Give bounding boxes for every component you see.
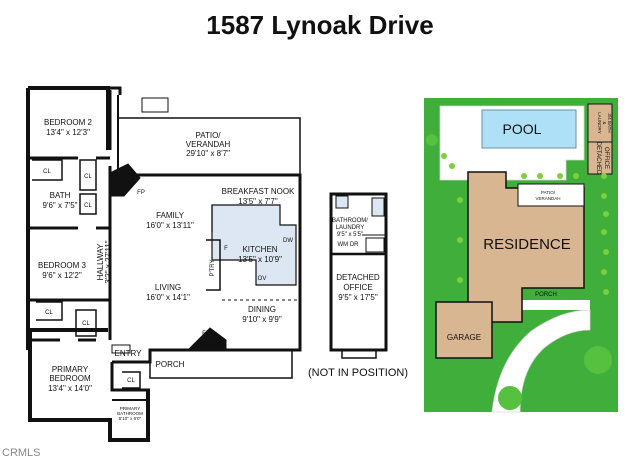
room-dims-breakfast-nook: 13'5" x 7'7" <box>238 197 278 206</box>
garage-building <box>435 301 493 359</box>
room-name-hallway: HALLWAY <box>96 243 105 280</box>
closet-label: CL <box>127 378 135 384</box>
site-laundry-label: LAUNDRY <box>597 112 602 133</box>
room-dims-patio: 29'10" x 8'7" <box>186 149 230 158</box>
main-floor-plan <box>26 86 302 442</box>
office-bath-name: BATHROOM/ <box>332 218 368 224</box>
dishwasher-label: DW <box>283 238 293 244</box>
site-patio-label: PATIO/ <box>541 190 556 195</box>
closet-label: CL <box>82 321 90 327</box>
room-dims-primary-bedroom: 13'4" x 14'0" <box>48 384 92 393</box>
site-plan <box>424 98 618 413</box>
main-floor-labels: BEDROOM 2 13'4" x 12'3" PATIO/ VERANDAH … <box>38 118 295 421</box>
oven-label: OV <box>258 276 267 282</box>
room-dims-living: 16'0" x 14'1" <box>146 293 190 302</box>
detached-office-building <box>587 103 613 175</box>
room-name-living: LIVING <box>155 283 181 292</box>
residence-label: RESIDENCE <box>483 236 571 253</box>
room-dims-bedroom-3: 9'6" x 12'2" <box>42 271 82 280</box>
fireplace-label: FP <box>202 331 210 337</box>
room-name-primary-bath-2: BATHROOM <box>117 411 143 416</box>
porch-label: PORCH <box>156 360 185 369</box>
pool <box>481 109 577 149</box>
room-name-bedroom-3: BEDROOM 3 <box>38 261 87 270</box>
site-patio <box>517 183 585 207</box>
room-name-breakfast-nook: BREAKFAST NOOK <box>222 187 295 196</box>
room-name-primary-bath: PRIMARY <box>120 406 140 411</box>
site-office-label: DETACHED <box>595 142 601 175</box>
tree <box>498 386 522 410</box>
walkway <box>520 300 590 310</box>
closet-label: CL <box>84 203 92 209</box>
room-name-dining: DINING <box>248 305 276 314</box>
page-title: 1587 Lynoak Drive <box>206 10 434 40</box>
entry-label: ENTRY <box>115 349 143 358</box>
fireplace-label: FP <box>137 190 145 196</box>
closet-label: CL <box>45 310 53 316</box>
watermark: CRMLS <box>2 447 41 459</box>
office-dims: 9'5" x 17'5" <box>338 293 378 302</box>
site-plan-labels: POOL RESIDENCE GARAGE PORCH PATIO/ VERAN… <box>447 112 612 342</box>
site-office-label-2: OFFICE <box>603 147 609 169</box>
washer-dryer-label: WM DR <box>338 242 360 248</box>
office-bath-dims: 9'5" x 5'5" <box>337 232 363 238</box>
shrubs <box>441 153 609 295</box>
room-dims-primary-bath: 5'10" x 6'0" <box>119 416 142 421</box>
detached-office-labels: BATHROOM/ LAUNDRY 9'5" x 5'5" WM DR DETA… <box>308 218 408 379</box>
site-laundry-label-2: & <box>602 121 607 124</box>
room-name-kitchen: KITCHEN <box>242 245 277 254</box>
room-name-patio-2: VERANDAH <box>186 140 231 149</box>
pool-label: POOL <box>503 121 542 137</box>
room-dims-bedroom-2: 13'4" x 12'3" <box>46 128 90 137</box>
office-name: DETACHED <box>336 273 380 282</box>
fridge-label: F <box>224 246 228 252</box>
tree <box>584 346 612 374</box>
room-dims-hallway: 3'2" x 27'11" <box>104 240 113 283</box>
site-laundry-label-3: 3/4 BATH <box>607 113 612 132</box>
pantry-label: P'TRY <box>210 259 216 276</box>
garage-label: GARAGE <box>447 333 481 342</box>
room-dims-bath: 9'6" x 7'5" <box>43 201 78 210</box>
room-name-primary-bedroom: PRIMARY <box>52 365 89 374</box>
detached-office-plan <box>329 192 388 359</box>
room-dims-family: 16'0" x 13'11" <box>146 221 194 230</box>
office-name-2: OFFICE <box>343 283 372 292</box>
room-name-primary-bedroom-2: BEDROOM <box>49 374 91 383</box>
office-position-note: (NOT IN POSITION) <box>308 367 408 379</box>
room-dims-dining: 9'10" x 9'9" <box>242 315 282 324</box>
closet-label: CL <box>43 169 51 175</box>
room-name-bedroom-2: BEDROOM 2 <box>44 118 93 127</box>
room-name-patio: PATIO/ <box>195 131 221 140</box>
room-name-bath: BATH <box>50 191 71 200</box>
tree <box>426 134 438 146</box>
room-dims-kitchen: 13'5" x 10'9" <box>238 255 282 264</box>
office-bath-name-2: LAUNDRY <box>336 225 365 231</box>
site-porch-label: PORCH <box>535 292 557 298</box>
room-name-family: FAMILY <box>156 211 185 220</box>
closet-label: CL <box>84 174 92 180</box>
site-patio-label-2: VERANDAH <box>535 196 560 201</box>
